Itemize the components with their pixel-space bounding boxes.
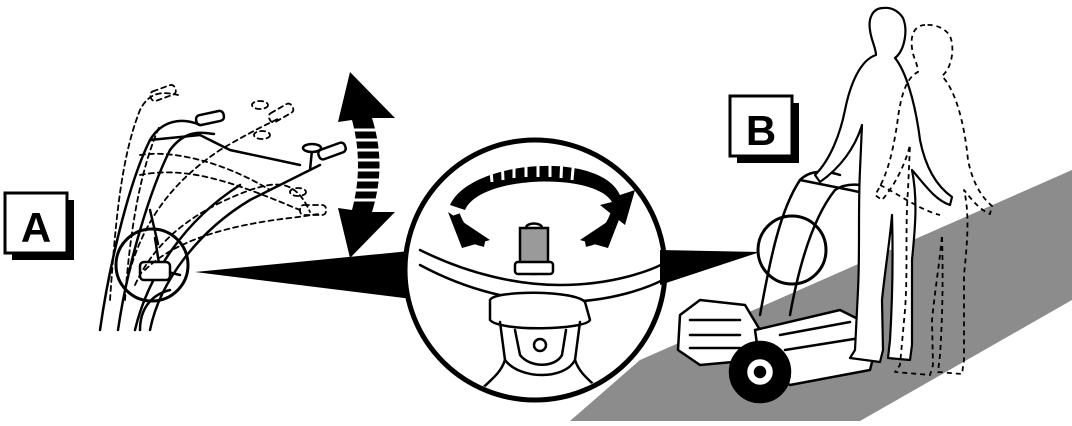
detail-circle-b [756,214,828,286]
handle-grip [194,109,226,127]
label-a-badge: A [3,191,74,260]
handle-grip [317,141,347,161]
double-headed-curved-arrow-icon [338,72,395,258]
label-a-text: A [21,204,51,251]
panel-a-alternate-positions [109,84,327,301]
operator-figure [813,6,954,364]
zoom-pointer-right [660,250,760,285]
operator-alternate-figure [874,23,993,376]
rotate-arrows-icon [448,154,635,248]
detail-circle-a [114,227,190,303]
magnified-detail [402,137,668,403]
tiller-illustration [676,170,897,404]
zoom-pointer-left [195,250,420,300]
panel-a-handlebar-illustration [98,109,347,332]
label-b-badge: B [728,94,799,163]
label-b-text: B [746,107,776,154]
